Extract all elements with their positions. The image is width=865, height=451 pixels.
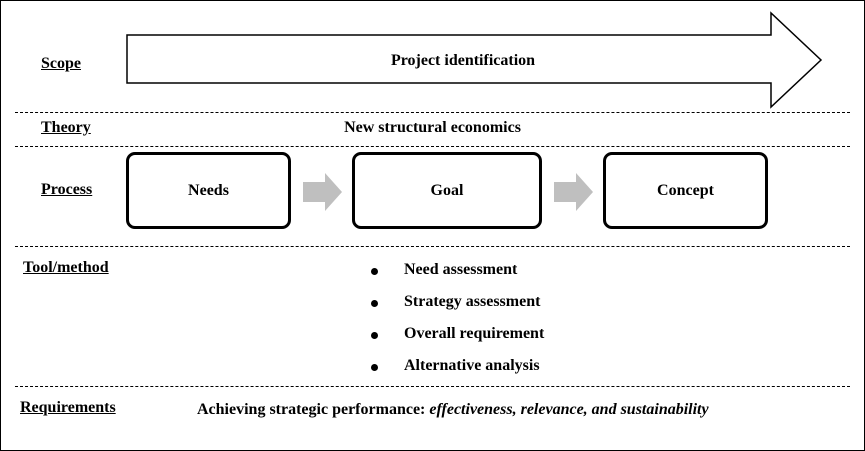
requirements-emphasis: effectiveness, relevance, and sustainabi… xyxy=(429,401,709,418)
tool-item-text: Alternative analysis xyxy=(404,357,540,374)
divider-tool-requirements xyxy=(15,386,850,387)
label-tool-method: Tool/method xyxy=(23,259,109,276)
scope-arrow-text: Project identification xyxy=(390,52,536,69)
divider-theory-process xyxy=(15,146,850,147)
tool-item: Strategy assessment xyxy=(371,293,544,325)
flow-arrow-1 xyxy=(303,173,342,211)
process-box-needs-label: Needs xyxy=(188,181,229,199)
label-process: Process xyxy=(41,181,93,198)
process-box-concept: Concept xyxy=(603,152,768,229)
tool-item-text: Overall requirement xyxy=(404,325,545,342)
bullet-icon xyxy=(371,300,378,307)
process-box-goal: Goal xyxy=(352,152,542,229)
process-box-needs: Needs xyxy=(126,152,291,229)
tool-list: Need assessment Strategy assessment Over… xyxy=(371,261,544,389)
bullet-icon xyxy=(371,332,378,339)
requirements-prefix: Achieving strategic performance: xyxy=(197,401,426,418)
divider-process-tool xyxy=(15,246,850,247)
tool-item: Alternative analysis xyxy=(371,357,544,389)
theory-text: New structural economics xyxy=(344,119,521,136)
label-requirements: Requirements xyxy=(20,399,116,416)
scope-arrow-shape xyxy=(126,11,823,109)
tool-item-text: Strategy assessment xyxy=(404,293,541,310)
label-scope: Scope xyxy=(41,55,81,72)
flow-arrow-2 xyxy=(554,173,593,211)
tool-item: Need assessment xyxy=(371,261,544,293)
tool-item-text: Need assessment xyxy=(404,261,518,278)
divider-scope-theory xyxy=(15,112,850,113)
requirements-text: Achieving strategic performance: effecti… xyxy=(197,401,709,419)
process-box-concept-label: Concept xyxy=(657,181,714,199)
label-theory: Theory xyxy=(41,119,91,136)
tool-item: Overall requirement xyxy=(371,325,544,357)
bullet-icon xyxy=(371,364,378,371)
process-box-goal-label: Goal xyxy=(430,181,464,199)
bullet-icon xyxy=(371,268,378,275)
